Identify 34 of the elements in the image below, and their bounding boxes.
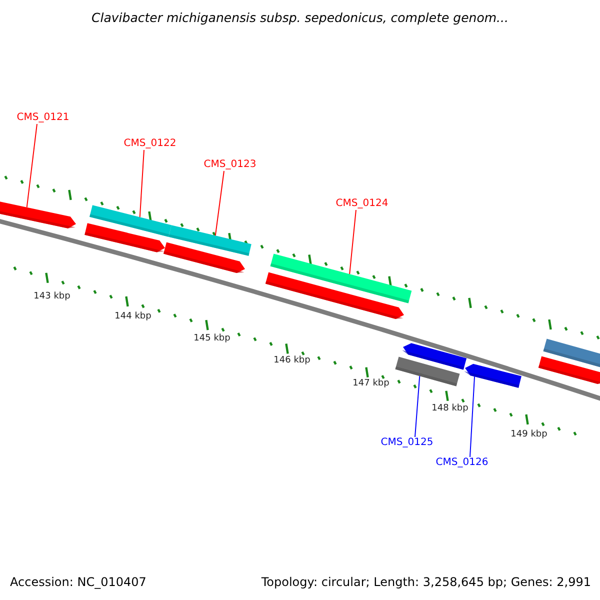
scale-label: 147 kbp	[352, 380, 390, 388]
scale-label: 144 kbp	[114, 312, 152, 322]
leader-line	[470, 376, 476, 458]
gene-label: CMS_0125	[380, 438, 434, 448]
gene-feature	[543, 338, 600, 368]
gene-feature	[90, 205, 172, 237]
gene-feature	[265, 272, 404, 319]
scale-label: 145 kbp	[194, 334, 230, 344]
leader-line	[214, 170, 224, 236]
gene-feature	[168, 225, 252, 256]
leader-line	[26, 124, 38, 208]
gene-feature	[163, 242, 245, 274]
gene-feature	[538, 356, 600, 384]
gene-feature	[464, 364, 522, 388]
leader-line	[139, 150, 144, 218]
gene-feature	[395, 356, 460, 386]
gene-label: CMS_0122	[124, 139, 176, 149]
leader-line	[414, 376, 420, 438]
scale-label: 148 kbp	[432, 404, 468, 414]
gene-feature	[270, 254, 412, 304]
gene-label: CMS_0124	[336, 199, 388, 209]
gene-label: CMS_0121	[16, 113, 70, 123]
scale-label: 146 kbp	[274, 356, 310, 366]
scale-label: 143 kbp	[34, 292, 70, 302]
footer-text: Topology: circular; Length: 3,258,645 bp; Genes: 2,991	[261, 576, 591, 588]
footer-text: Accession: NC_010407	[10, 576, 146, 588]
leader-line	[349, 210, 356, 275]
gene-feature	[0, 200, 76, 228]
map-title: Clavibacter michiganensis subsp. sepedonicus, complete genom...	[92, 12, 508, 24]
gene-label: CMS_0126	[436, 458, 488, 468]
gene-label: CMS_0123	[204, 160, 256, 170]
gene-feature	[84, 223, 165, 252]
gene-feature	[402, 343, 467, 370]
scale-label: 149 kbp	[510, 430, 548, 440]
